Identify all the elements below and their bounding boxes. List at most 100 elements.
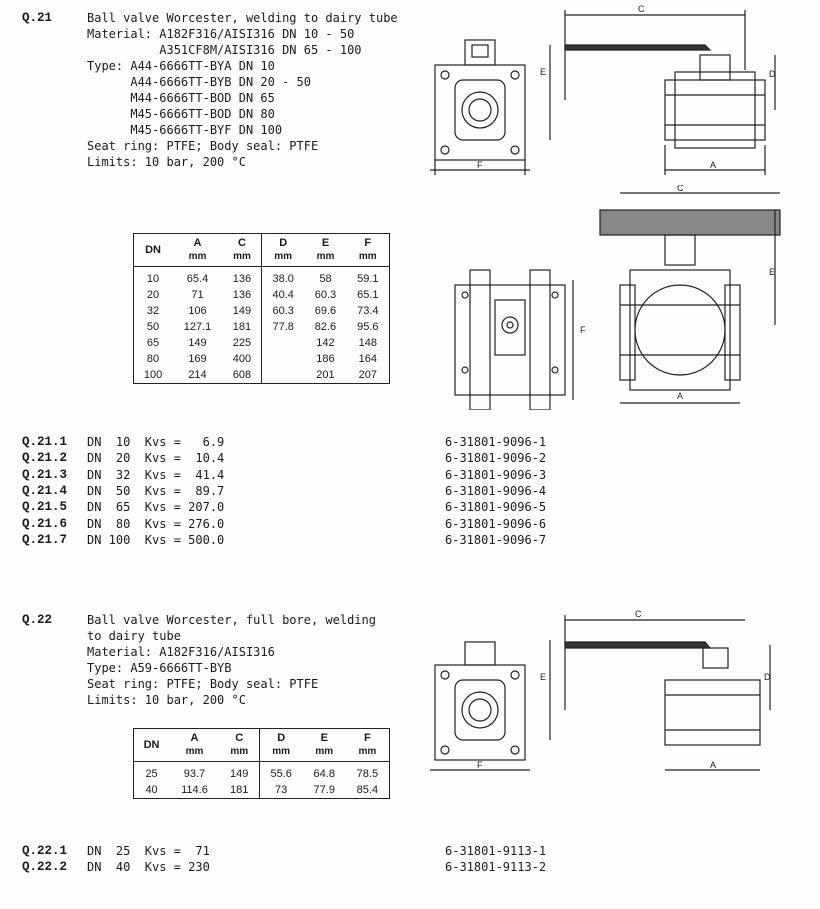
table-cell: 114.6 [181, 784, 208, 796]
description-line: Material: A182F316/AISI316 [87, 645, 275, 659]
table-cell [260, 335, 305, 351]
description-line: Limits: 10 bar, 200 °C [87, 155, 246, 169]
order-description: DN 32 Kvs = 41.4 [87, 467, 225, 482]
column-header: DN [133, 233, 173, 267]
table-cell: 100 [143, 369, 163, 381]
table-cell: 85.4 [356, 784, 379, 796]
description-line: Seat ring: PTFE; Body seal: PTFE [87, 677, 319, 691]
table-cell: 207 [358, 369, 377, 381]
table-cell: 181 [230, 784, 249, 796]
table-cell: 58 [319, 273, 332, 285]
header-label: DN [145, 243, 161, 256]
table-cell: 65.4 [186, 273, 209, 285]
description-line: Type: A44-6666TT-BYA DN 10 [87, 59, 275, 73]
table-cell: 73.4 [357, 305, 379, 317]
header-label: A [193, 237, 202, 249]
header-unit: mm [233, 251, 251, 262]
table-cell: 60.3 [260, 303, 305, 319]
part-number: 6-31801-9113-2 [445, 860, 547, 875]
label-c: C [638, 4, 645, 14]
order-code: Q.22.2 [22, 860, 68, 875]
table-cell [260, 351, 305, 367]
table-cell: 149 [232, 305, 252, 317]
table-cell: 95.6 [357, 321, 379, 333]
header-label: F [364, 237, 372, 249]
order-code: Q.21.2 [22, 451, 68, 466]
table-cell: 127.1 [183, 321, 212, 333]
order-description: DN 80 Kvs = 276.0 [87, 516, 225, 531]
table-cell: 71 [191, 289, 204, 301]
description-line: A351CF8M/AISI316 DN 65 - 100 [87, 43, 362, 57]
table-cell: 214 [188, 369, 207, 381]
table-cell: 608 [232, 369, 252, 381]
label-c: C [677, 185, 684, 193]
order-description: DN 40 Kvs = 230 [87, 860, 210, 875]
label-e: E [769, 267, 775, 277]
table-cell: 40.4 [260, 287, 305, 303]
label-e: E [540, 67, 546, 77]
description-line: M45-6666TT-BOD DN 80 [87, 107, 275, 121]
section-code-q22: Q.22 [22, 613, 53, 627]
label-f: F [477, 160, 483, 170]
table-cell: 400 [232, 353, 252, 365]
table-cell: 40 [145, 784, 158, 796]
description-line: Type: A59-6666TT-BYB [87, 661, 232, 675]
label-f: F [477, 760, 483, 770]
part-number: 6-31801-9096-1 [445, 435, 547, 449]
header-unit: mm [358, 746, 377, 757]
table-cell: 93.7 [183, 768, 206, 780]
order-code: Q.21.5 [22, 500, 68, 515]
table-cell: 10 [146, 273, 160, 285]
table-cell: 77.8 [260, 319, 305, 335]
table-cell: 82.6 [314, 321, 337, 333]
table-cell: 80 [146, 353, 160, 365]
table-cell: 149 [230, 768, 249, 780]
label-a: A [677, 391, 683, 401]
column-header: DN [133, 728, 170, 762]
label-a: A [710, 160, 716, 170]
table-cell: 20 [146, 289, 160, 301]
table-cell: 64.8 [313, 768, 335, 780]
header-label: C [235, 732, 244, 744]
label-a: A [710, 760, 716, 770]
table-cell: 50 [146, 321, 160, 333]
part-number: 6-31801-9096-2 [445, 451, 547, 466]
order-description: DN 100 Kvs = 500.0 [87, 532, 225, 547]
label-e: E [540, 672, 546, 682]
description-line: Material: A182F316/AISI316 DN 10 - 50 [87, 27, 355, 41]
table-cell: 225 [232, 337, 252, 349]
table-cell: 142 [316, 337, 335, 349]
header-unit: mm [230, 746, 249, 757]
table-cell: 181 [232, 321, 252, 333]
description-line: Ball valve Worcester, welding to dairy t… [87, 11, 398, 25]
table-cell: 148 [358, 337, 377, 349]
table-cell: 106 [188, 305, 207, 317]
table-cell: 59.1 [357, 273, 379, 285]
table-cell: 164 [358, 353, 377, 365]
table-cell: 136 [232, 289, 252, 301]
header-unit: mm [188, 251, 207, 262]
table-cell: 201 [316, 369, 335, 381]
order-code: Q.21.6 [22, 516, 68, 531]
table-cell: 136 [232, 273, 252, 285]
table-cell: 32 [146, 305, 160, 317]
header-label: E [321, 237, 330, 249]
table-cell: 78.5 [356, 768, 379, 780]
table-cell: 55.6 [258, 761, 303, 782]
section-code-q21: Q.21 [22, 11, 53, 25]
part-number: 6-31801-9096-5 [445, 500, 547, 515]
order-description: DN 65 Kvs = 207.0 [87, 500, 225, 515]
